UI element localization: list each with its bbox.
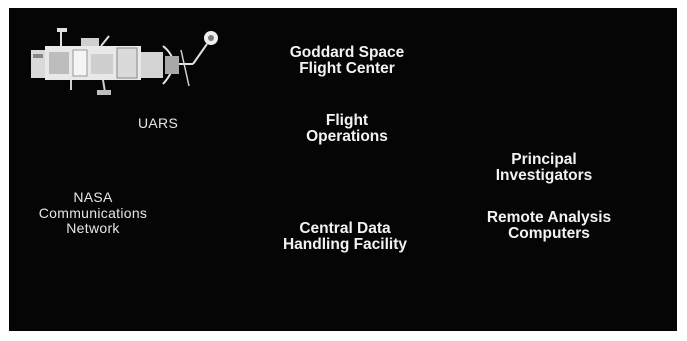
satellite-module-detail xyxy=(33,54,43,58)
satellite-instrument xyxy=(141,52,163,78)
satellite-instrument-box xyxy=(165,56,179,74)
flight-ops-line-2: Operations xyxy=(306,128,388,146)
satellite-dish-arm xyxy=(192,43,208,65)
remote-line-1: Remote Analysis xyxy=(486,209,612,226)
satellite-body-panel xyxy=(91,54,113,74)
satellite-body-panel xyxy=(116,47,138,79)
cdhf-line-2: Handling Facility xyxy=(282,236,407,254)
satellite-body-panel xyxy=(72,49,88,77)
node-flight-operations: Flight Operations xyxy=(285,112,409,146)
uars-label: UARS xyxy=(138,116,178,131)
satellite-icon xyxy=(31,28,218,95)
node-principal-investigators: Principal Investigators xyxy=(474,151,614,185)
node-goddard: Goddard Space Flight Center xyxy=(265,44,429,78)
satellite-mast-tip xyxy=(57,28,67,32)
remote-line-2: Computers xyxy=(508,225,590,243)
satellite-strut-foot xyxy=(97,90,111,95)
node-central-data: Central Data Handling Facility xyxy=(265,220,425,254)
pi-line-2: Investigators xyxy=(495,167,593,185)
satellite-boom xyxy=(180,49,190,87)
satellite-body-panel xyxy=(49,52,69,74)
node-nasa-network: NASA Communications Network xyxy=(23,189,163,237)
nasa-line-1: NASA xyxy=(73,189,113,205)
goddard-line-2: Flight Center xyxy=(299,60,395,78)
satellite-mast xyxy=(100,35,110,47)
pi-line-1: Principal xyxy=(511,151,577,168)
nasa-line-3: Network xyxy=(66,220,120,237)
node-remote-analysis: Remote Analysis Computers xyxy=(469,209,629,243)
nasa-line-2: Communications xyxy=(38,204,148,221)
satellite-dish-center xyxy=(208,35,214,41)
satellite-top-box xyxy=(81,38,99,46)
goddard-line-1: Goddard Space xyxy=(289,44,405,61)
uars-label-text: UARS xyxy=(138,115,179,131)
flight-ops-line-1: Flight xyxy=(325,112,369,129)
cdhf-line-1: Central Data xyxy=(299,220,391,237)
diagram-panel: UARS Goddard Space Flight Center Flight … xyxy=(9,8,677,331)
